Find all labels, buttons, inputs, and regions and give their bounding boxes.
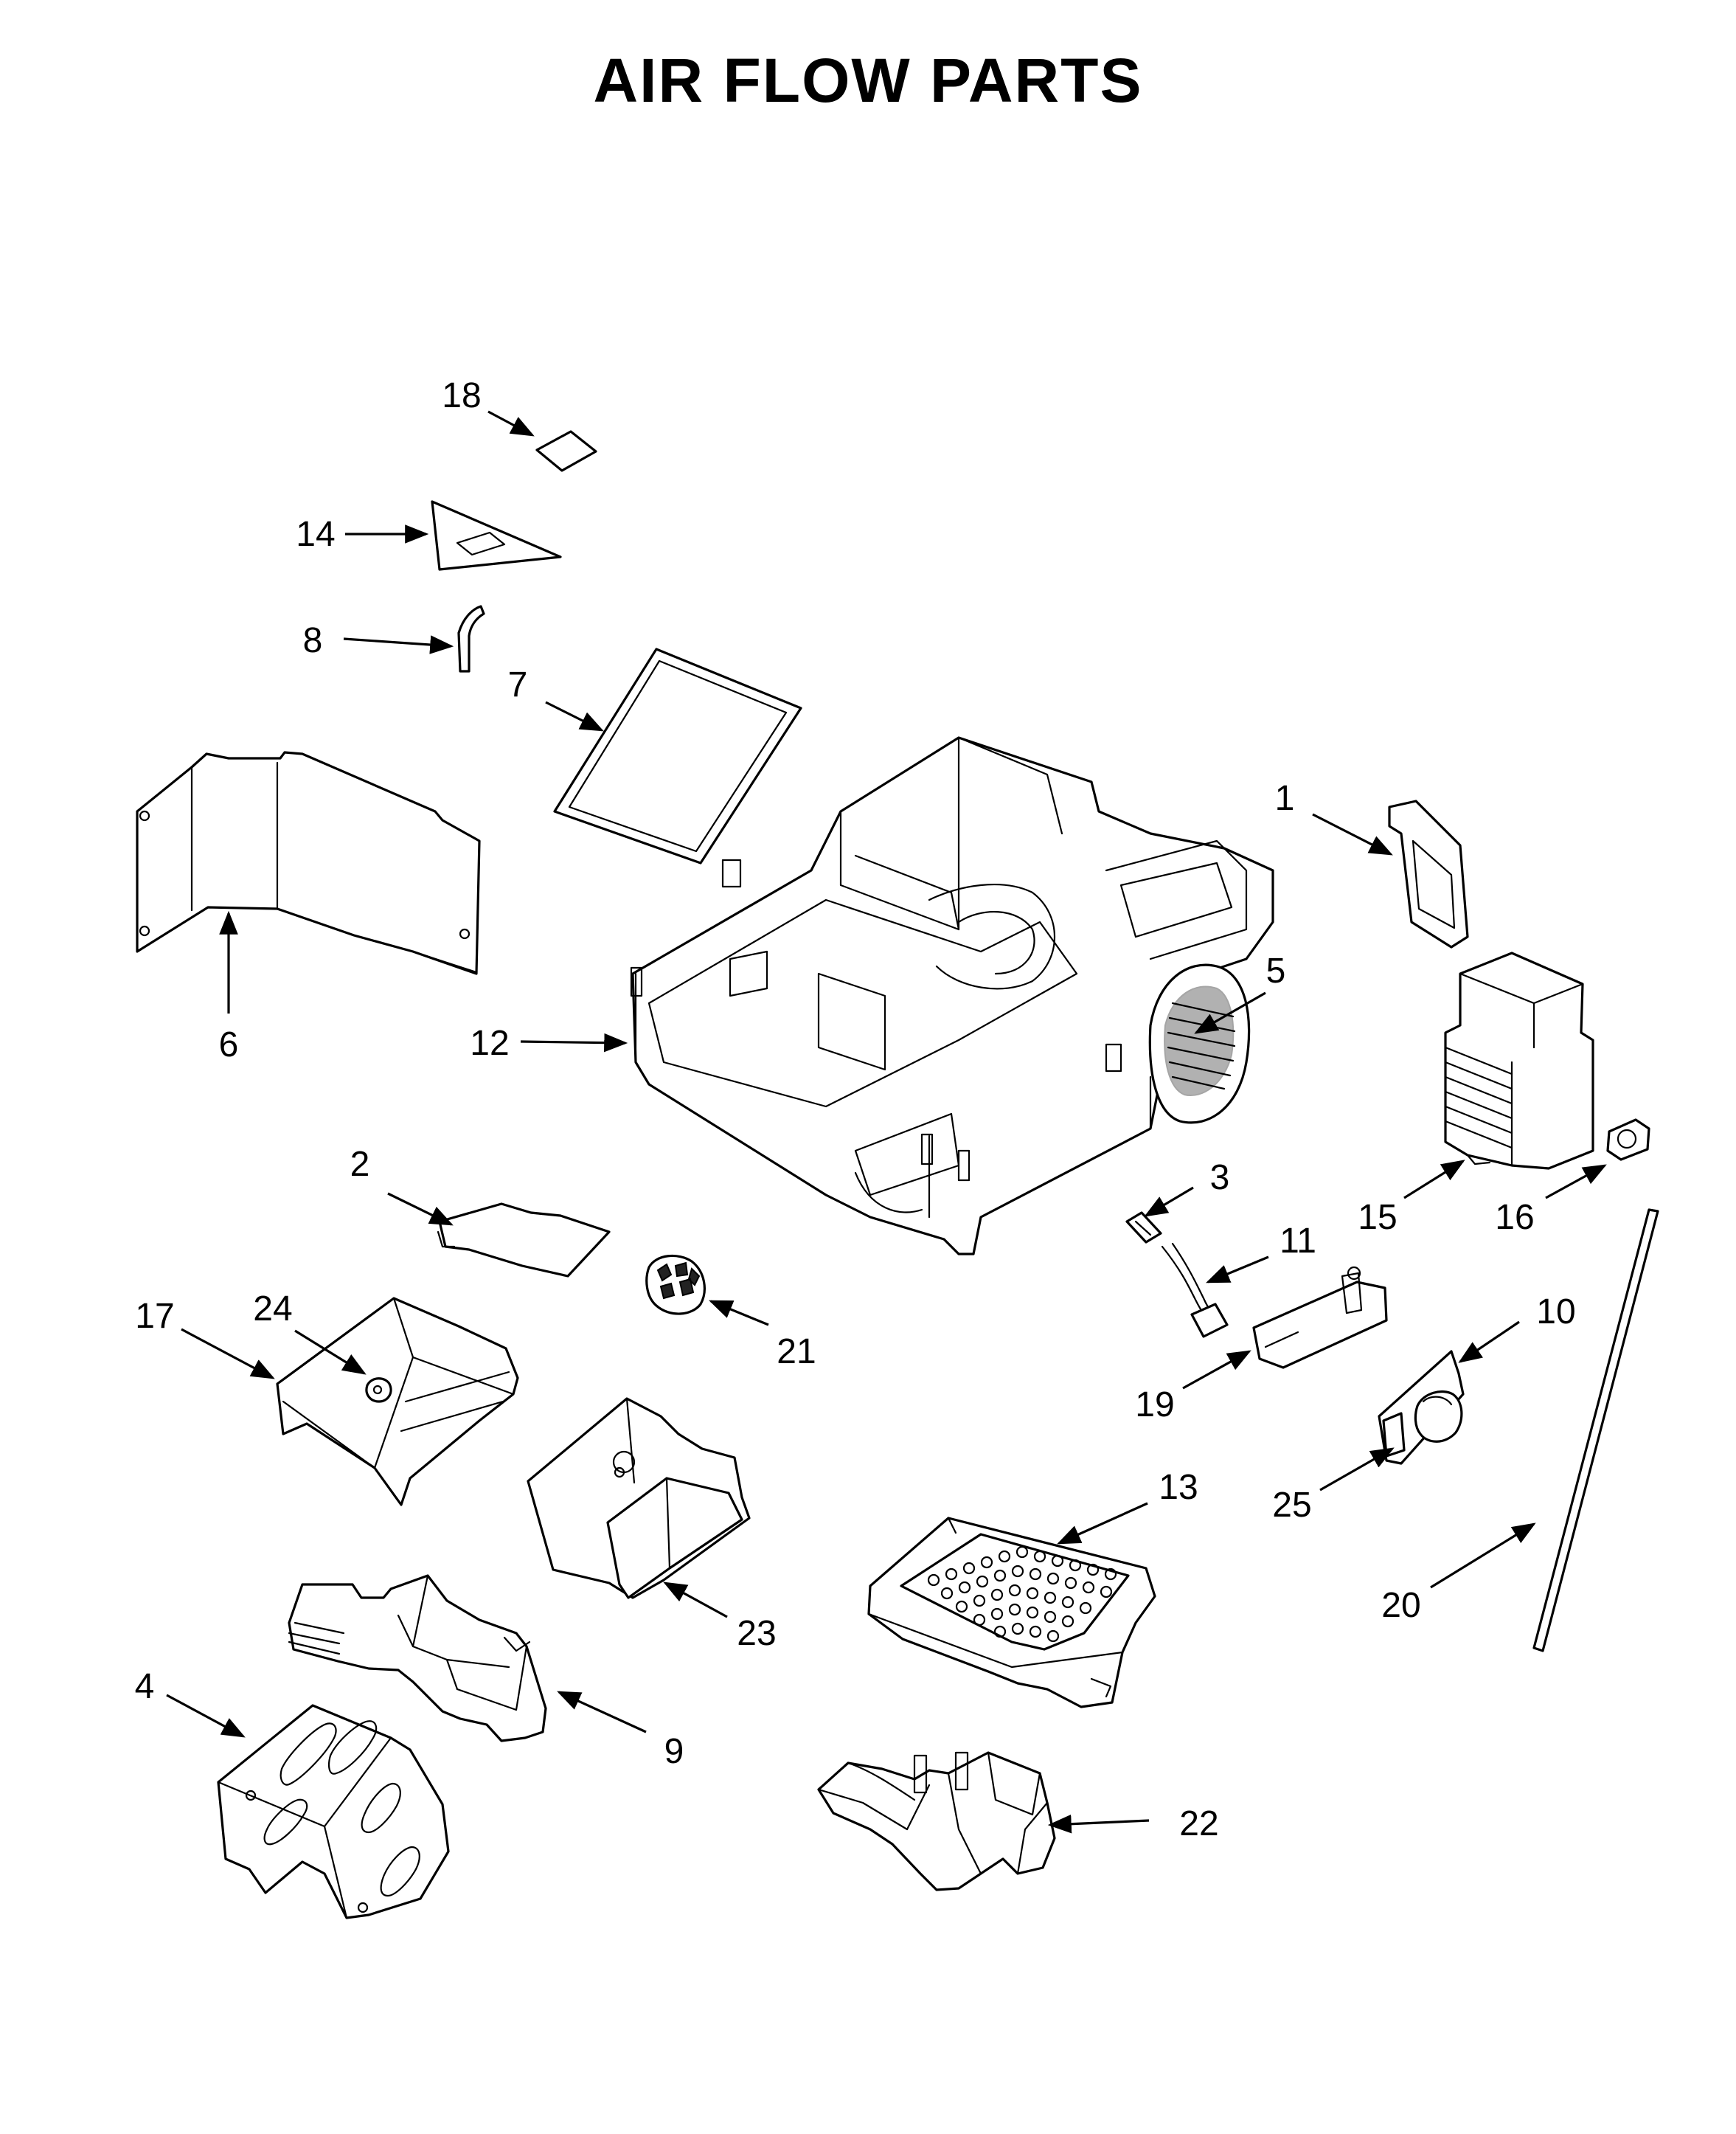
callout-12: 12	[470, 1024, 509, 1063]
leader-lines	[166, 410, 1607, 1834]
callout-11: 11	[1280, 1222, 1316, 1261]
leader-15	[1403, 1160, 1465, 1199]
part-23-air-guide-bracket	[527, 1397, 751, 1599]
leader-19	[1182, 1350, 1251, 1390]
callout-19: 19	[1135, 1385, 1174, 1424]
callout-labels: 18 14 8 7 6 12 5 1 15 16 3 11 19 10 25 2…	[135, 376, 1576, 1843]
part-13-vent-grille	[867, 1517, 1156, 1708]
callout-21: 21	[777, 1332, 816, 1371]
leader-22	[1047, 1814, 1150, 1834]
page-title: AIR FLOW PARTS	[593, 46, 1142, 115]
leader-4	[166, 1694, 246, 1738]
part-7-filter-frame	[553, 648, 802, 865]
part-9-air-guide-duct	[288, 1574, 547, 1742]
callout-4: 4	[135, 1667, 155, 1706]
leader-21	[709, 1300, 769, 1326]
leader-2	[387, 1192, 454, 1226]
part-24-clip	[365, 1377, 392, 1403]
part-11-wire-harness	[1161, 1242, 1229, 1338]
part-22-exhaust-duct	[817, 1751, 1056, 1891]
callout-10: 10	[1536, 1292, 1575, 1331]
part-1-mounting-bracket	[1388, 800, 1469, 949]
part-5-blower-fan	[1148, 963, 1251, 1124]
part-4-magnetron-support-bracket	[217, 1704, 450, 1919]
part-16-thermostat	[1606, 1118, 1650, 1161]
callout-13: 13	[1159, 1468, 1198, 1507]
callout-6: 6	[219, 1025, 239, 1064]
part-12-fan-housing-base	[630, 736, 1274, 1255]
leader-5	[1194, 991, 1266, 1034]
callout-3: 3	[1210, 1158, 1230, 1197]
part-3-thermal-fuse	[1125, 1211, 1162, 1244]
callout-7: 7	[508, 665, 528, 704]
part-18-insulation-pad	[535, 430, 597, 472]
part-15-transformer	[1444, 952, 1594, 1170]
part-2-cover-plate	[437, 1202, 611, 1278]
callout-8: 8	[303, 621, 323, 660]
callout-9: 9	[664, 1732, 684, 1771]
leader-10	[1458, 1320, 1520, 1363]
callout-24: 24	[253, 1289, 292, 1328]
leader-24	[294, 1329, 367, 1375]
callout-23: 23	[737, 1614, 776, 1653]
callout-15: 15	[1358, 1198, 1397, 1237]
callout-17: 17	[135, 1297, 174, 1336]
leader-16	[1545, 1164, 1607, 1199]
callout-25: 25	[1272, 1486, 1311, 1525]
callout-5: 5	[1266, 952, 1286, 991]
leader-12	[520, 1033, 628, 1053]
part-21-cooling-fan	[645, 1254, 706, 1315]
part-8-tube	[457, 605, 485, 673]
part-25-bracket	[1382, 1412, 1406, 1458]
leader-23	[663, 1582, 728, 1618]
part-17-magnetron-cover	[276, 1297, 519, 1506]
callout-18: 18	[442, 376, 481, 415]
leader-11	[1206, 1255, 1269, 1283]
leader-3	[1144, 1186, 1194, 1217]
leader-18	[487, 410, 535, 437]
callout-22: 22	[1179, 1804, 1218, 1843]
part-20-seal-strip	[1532, 1208, 1659, 1652]
leader-7	[545, 701, 604, 732]
callout-20: 20	[1381, 1586, 1420, 1625]
leader-17	[181, 1328, 275, 1379]
part-6-vent-panel	[136, 751, 481, 975]
callout-14: 14	[296, 515, 335, 554]
part-14-air-duct-plate	[431, 500, 562, 571]
callout-2: 2	[350, 1145, 370, 1184]
callout-16: 16	[1495, 1198, 1534, 1237]
leader-8	[343, 635, 454, 654]
leader-25	[1319, 1447, 1395, 1492]
part-19-relay-board	[1252, 1266, 1388, 1369]
leader-1	[1312, 813, 1393, 856]
callout-1: 1	[1275, 779, 1295, 818]
leader-20	[1430, 1522, 1536, 1589]
leader-13	[1057, 1502, 1148, 1545]
leader-9	[557, 1691, 647, 1733]
